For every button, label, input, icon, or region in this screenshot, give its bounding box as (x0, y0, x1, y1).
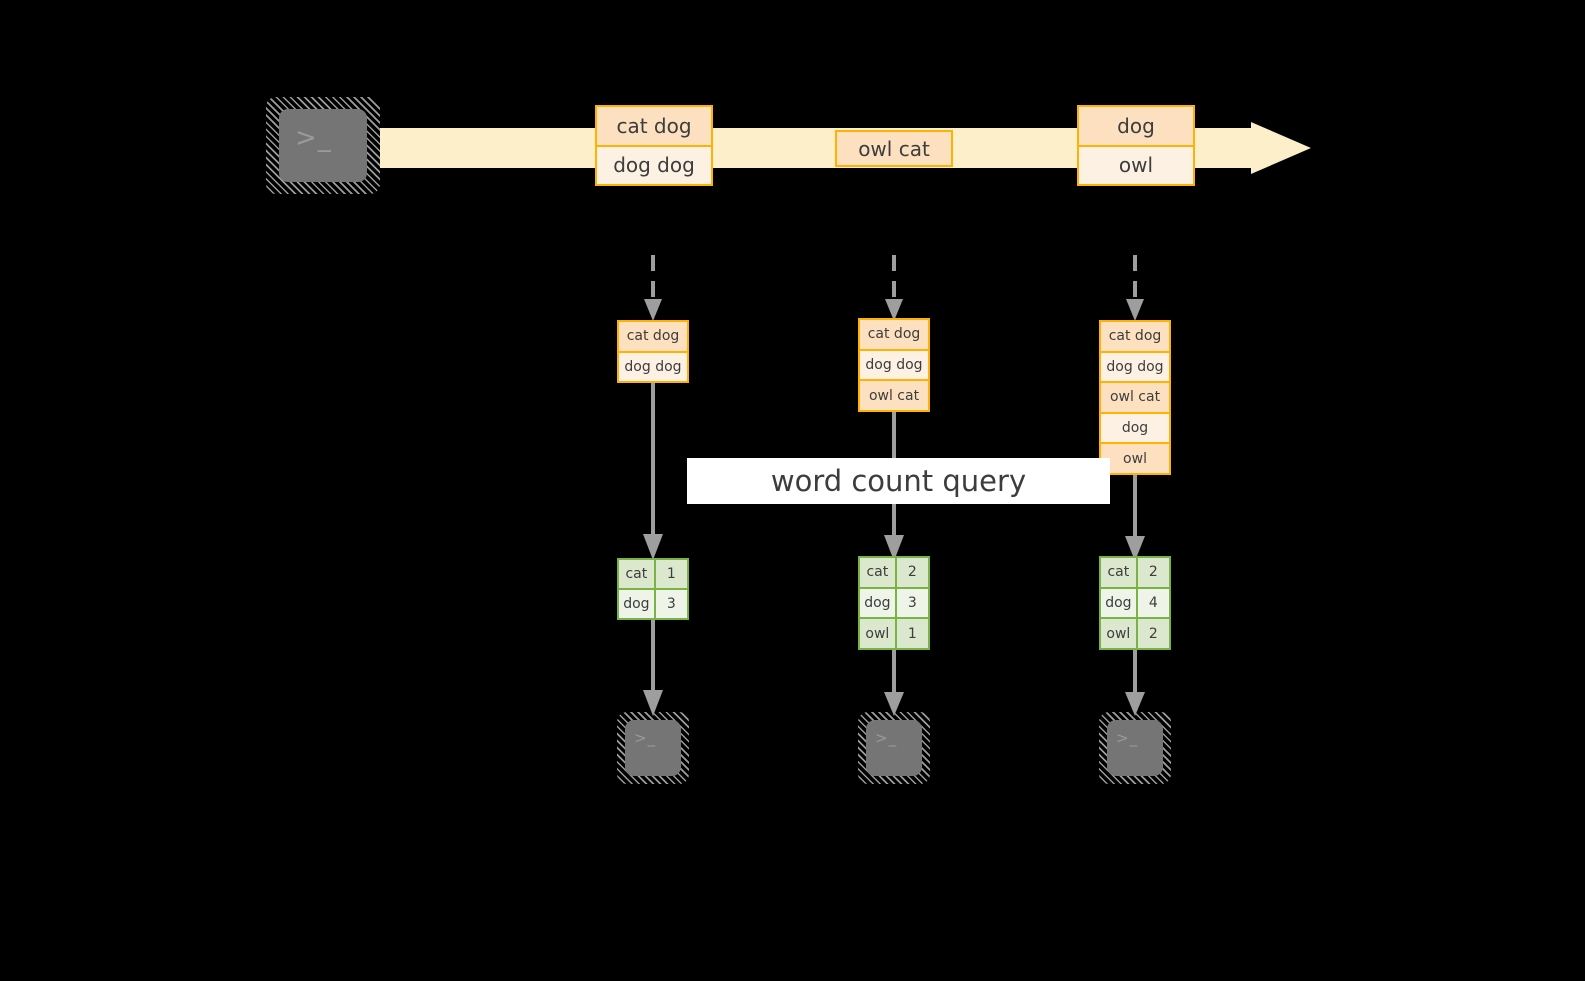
result-table-1: cat 2 dog 3 owl 1 (858, 556, 930, 650)
terminal-prompt-icon: >_ (295, 123, 332, 153)
query-connector-0 (643, 382, 663, 560)
output-connector-2 (1125, 648, 1145, 716)
result-row: cat 2 (860, 558, 928, 589)
result-count: 2 (1137, 558, 1169, 587)
result-count: 1 (655, 560, 687, 588)
stream-record-0: cat dog dog dog (595, 105, 713, 186)
snapshot-row: cat dog (860, 320, 928, 351)
terminal-body (866, 720, 922, 776)
result-row: owl 1 (860, 619, 928, 649)
result-count: 4 (1137, 588, 1169, 618)
terminal-body (1107, 720, 1163, 776)
result-word: cat (1101, 558, 1138, 587)
snapshot-table-1: cat dog dog dog owl cat (858, 318, 930, 412)
terminal-body (625, 720, 681, 776)
output-connector-1 (884, 648, 904, 716)
query-label: word count query (687, 458, 1110, 504)
result-table-0: cat 1 dog 3 (617, 558, 689, 620)
stream-record-1: owl cat (835, 130, 953, 167)
result-word: dog (619, 590, 656, 618)
query-connector-2 (1125, 474, 1145, 561)
result-row: dog 3 (860, 588, 928, 620)
snapshot-row: dog dog (1101, 352, 1169, 384)
stream-record-line: dog (1079, 107, 1193, 147)
result-count: 3 (896, 588, 928, 618)
query-label-text: word count query (770, 464, 1027, 498)
snapshot-row: dog (1101, 413, 1169, 445)
snapshot-row: owl cat (860, 381, 928, 411)
snapshot-row: owl cat (1101, 383, 1169, 414)
consumer-terminal-0[interactable]: >_ (617, 712, 689, 784)
snapshot-row: cat dog (619, 322, 687, 353)
snapshot-row: dog dog (860, 350, 928, 382)
consumer-terminal-1[interactable]: >_ (858, 712, 930, 784)
result-word: dog (1101, 588, 1138, 618)
dashed-connector-0 (644, 255, 662, 321)
snapshot-row: cat dog (1101, 322, 1169, 353)
stream-record-line: owl cat (837, 132, 951, 165)
stream-record-line: dog dog (597, 146, 711, 184)
stream-record-line: cat dog (597, 107, 711, 147)
snapshot-table-0: cat dog dog dog (617, 320, 689, 383)
result-word: owl (1101, 619, 1138, 649)
stream-record-2: dog owl (1077, 105, 1195, 186)
result-word: owl (860, 619, 897, 649)
result-row: dog 4 (1101, 588, 1169, 620)
result-row: owl 2 (1101, 619, 1169, 649)
output-connector-0 (643, 618, 663, 716)
result-count: 1 (896, 619, 928, 649)
stream-record-line: owl (1079, 146, 1193, 184)
terminal-prompt-icon: >_ (875, 729, 898, 747)
result-row: cat 2 (1101, 558, 1169, 589)
result-word: cat (619, 560, 656, 588)
result-row: dog 3 (619, 590, 687, 618)
result-word: dog (860, 588, 897, 618)
result-count: 2 (1137, 619, 1169, 649)
snapshot-row: dog dog (619, 352, 687, 381)
snapshot-row: owl (1101, 444, 1169, 473)
dashed-connector-2 (1126, 255, 1144, 321)
result-word: cat (860, 558, 897, 587)
dashed-connector-1 (885, 255, 903, 321)
snapshot-table-2: cat dog dog dog owl cat dog owl (1099, 320, 1171, 475)
terminal-prompt-icon: >_ (634, 729, 657, 747)
terminal-body (279, 109, 367, 182)
terminal-prompt-icon: >_ (1116, 729, 1139, 747)
producer-terminal[interactable]: >_ (266, 97, 380, 194)
result-row: cat 1 (619, 560, 687, 590)
consumer-terminal-2[interactable]: >_ (1099, 712, 1171, 784)
result-table-2: cat 2 dog 4 owl 2 (1099, 556, 1171, 650)
result-count: 2 (896, 558, 928, 587)
result-count: 3 (655, 590, 687, 618)
